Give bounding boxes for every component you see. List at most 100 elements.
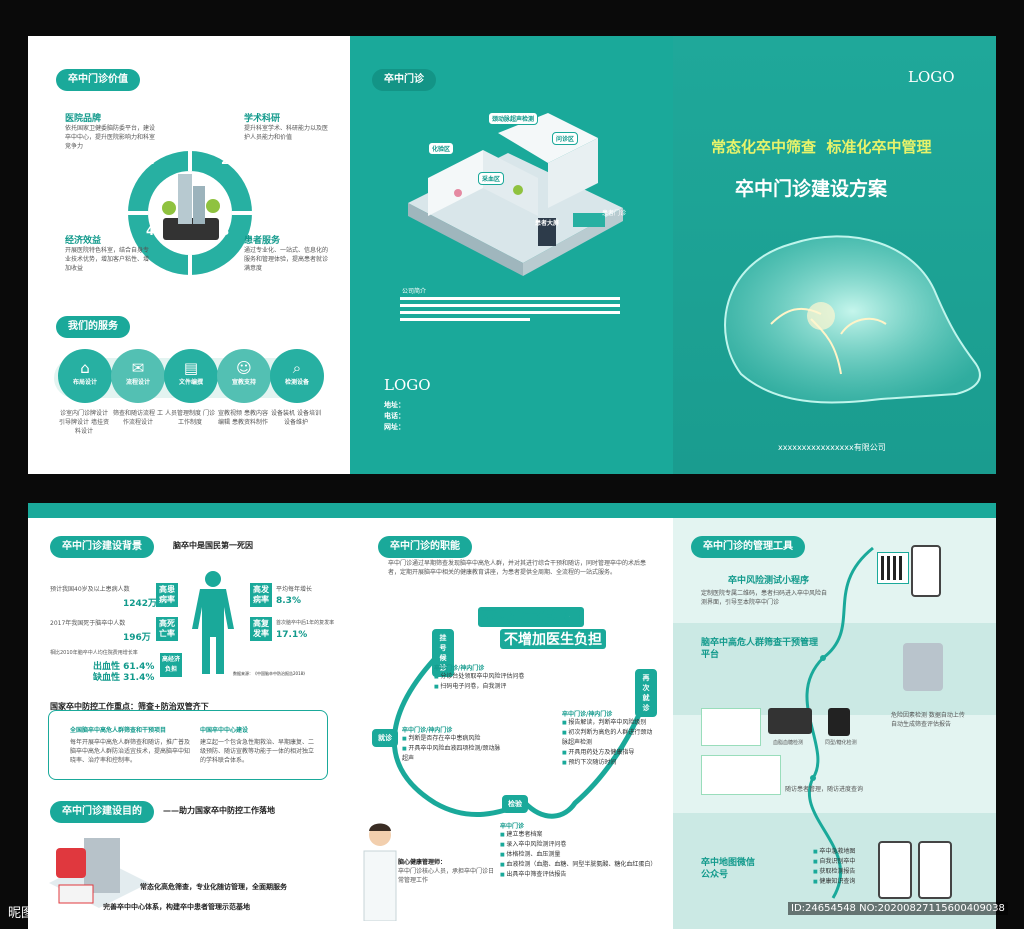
node-revisit: 再次就诊 — [635, 669, 657, 717]
stat-desc: 平均每年增长 — [276, 586, 313, 593]
list-item: 预约下次随访时间 — [562, 758, 657, 768]
group-title: 卒中门诊/神内门诊 — [434, 665, 485, 672]
hospital-illustration — [49, 838, 149, 908]
stat-value: 缺血性 31.4% — [93, 673, 155, 683]
group-title: 卒中门诊/神内门诊 — [402, 727, 453, 734]
device-label: 同型/糖化检测 — [825, 740, 857, 746]
manager-title: 脑心健康管理师： — [398, 859, 447, 866]
search-icon: ⌕ — [292, 359, 302, 377]
goal-subtitle: ——助力国家卒中防控工作落地 — [163, 806, 275, 815]
watermark-left: 昵图网 www.nipic.com — [8, 906, 149, 921]
stat-value: 8.3% — [276, 596, 301, 606]
service-desc: 诊室内门诊牌设计 引导牌设计 墙挂资料设计 — [59, 410, 109, 435]
room-label: 采血区 — [478, 172, 505, 185]
group-4: 卒中门诊/神内门诊 报告解读，判断卒中风险级别 初次判断为高危的人群进行颈动脉超… — [562, 709, 657, 768]
list-item: 录入卒中风险测评问卷 — [500, 840, 656, 850]
room-label: 化验区 — [428, 142, 455, 155]
tool2-text-2: 随访患者管理，随访进度查询 — [785, 786, 864, 793]
company-line — [400, 297, 620, 300]
stat-value: 出血性 61.4% — [93, 662, 155, 672]
tool1-title: 卒中风险测试小程序 — [728, 576, 810, 586]
stat-desc: 预计我国40岁及以上患病人数 — [50, 586, 130, 593]
background-title: 卒中门诊建设背景 — [50, 536, 154, 558]
tool3-title: 卒中地图微信公众号 — [701, 858, 756, 880]
node-test: 检验 — [502, 795, 528, 813]
cover-logo: LOGO — [908, 68, 955, 86]
company-line — [400, 304, 620, 307]
company-line — [400, 311, 620, 314]
quad-text: 通过专业化、一站式、信息化的服务和管理体验，提高患者就诊满意度 — [244, 247, 329, 272]
quad-block-research: 学术科研 提升科室学术、科研能力以及医护人员能力和价值 — [244, 111, 330, 142]
people-icon: ☺ — [236, 359, 252, 377]
background-subtitle: 脑卒中是国民第一死因 — [173, 541, 253, 550]
data-source: 数据来源：《中国脑卒中防治报告2018》 — [233, 671, 308, 676]
list-item: 自我识别卒中 — [813, 857, 855, 867]
slogan-2: 不增加医生负担 — [500, 629, 606, 649]
group-1: 卒中门诊/神内门诊 分诊台处领取卒中风险评估问卷 扫码电子问卷，自我测评 — [434, 663, 524, 692]
goal-line-1: 常态化高危筛查，专业化随访管理，全面期服务 — [140, 883, 287, 891]
service-device: ⌕检测设备 — [270, 349, 324, 403]
list-item: 开具用药处方及健康指导 — [562, 748, 657, 758]
stat-tag: 高患病率 — [156, 583, 178, 607]
service-flow: ✉流程设计 — [111, 349, 165, 403]
brain-illustration — [724, 235, 981, 404]
goal-title: 卒中门诊建设目的 — [50, 801, 154, 823]
mid-logo: LOGO — [384, 376, 431, 394]
top-stripe — [673, 503, 996, 518]
clinic-floorplan — [408, 113, 623, 276]
quad-block-patient: 患者服务 通过专业化、一站式、信息化的服务和管理体验，提高患者就诊满意度 — [244, 233, 330, 273]
service-edu: ☺宣教支持 — [217, 349, 271, 403]
panel-tools: 卒中门诊的管理工具 卒中风险测试小程序 定制医院专属二维码，患者扫码进入卒中风险… — [673, 503, 996, 929]
goal-line-2: 完善卒中中心体系，构建卒中患者管理示范基地 — [103, 903, 250, 911]
cover-title: 卒中门诊建设方案 — [735, 178, 888, 200]
panel-value: 卒中门诊价值 1 2 3 4 医院品牌 依托国家卫健委脑防委平台，建设卒中中心，… — [28, 36, 350, 474]
screen-mockup — [701, 708, 761, 746]
phone-mockup — [878, 841, 912, 899]
quad-number-1: 1 — [146, 153, 155, 167]
top-stripe — [28, 503, 350, 518]
service-layout: ⌂布局设计 — [58, 349, 112, 403]
panel-function: 卒中门诊的职能 卒中门诊通过早期筛查发现脑卒中高危人群，并对其进行综合干预和随访… — [350, 503, 673, 929]
list-item: 建立患者档案 — [500, 830, 656, 840]
quad-number-4: 4 — [146, 224, 155, 238]
chat-icon: ✉ — [131, 359, 145, 377]
quad-block-economy: 经济效益 开展医院特色科室，结合自身专业技术优势，增加客户粘性、增加收益 — [65, 233, 151, 273]
store-icon: ⌂ — [80, 359, 90, 377]
room-label: 颈动脉超声检测 — [488, 112, 539, 125]
room-label: 患者门诊 — [602, 210, 627, 217]
list-item: 出具卒中筛查评估报告 — [500, 870, 656, 880]
doctor-illustration — [363, 823, 397, 921]
top-stripe — [350, 503, 673, 518]
room-label: 患者大屏 — [535, 220, 560, 227]
phone-label: 电话： — [384, 412, 405, 420]
device-mockup — [903, 643, 943, 691]
panel-background: 卒中门诊建设背景 脑卒中是国民第一死因 预计我国40岁及以上患病人数 1242万… — [28, 503, 350, 929]
list-item: 初次判断为高危的人群进行颈动脉超声检测 — [562, 728, 657, 748]
list-item: 扫码电子问卷，自我测评 — [434, 682, 524, 692]
list-item: 血液检测（血脂、血糖、同型半胱氨酸、糖化血红蛋白） — [500, 860, 656, 870]
screen-mockup — [701, 755, 781, 795]
key-box — [48, 710, 328, 780]
value-quad-graphic — [128, 151, 252, 275]
service-desc: 人员管理制度 门诊工作制度 — [165, 410, 215, 426]
quad-block-brand: 医院品牌 依托国家卫健委脑防委平台，建设卒中中心，提升医院影响力和科室竞争力 — [65, 111, 155, 151]
quad-title: 患者服务 — [244, 236, 281, 246]
stat-value: 1242万 — [123, 599, 158, 609]
quad-number-3: 3 — [221, 224, 230, 238]
service-desc: 筛查和随访流程 工作流程设计 — [113, 410, 163, 426]
key-left-title: 全国脑卒中高危人群筛查和干预项目 — [70, 727, 167, 734]
screen-mockup — [768, 708, 812, 734]
node-registration: 挂号候诊 — [432, 629, 454, 677]
stat-tag: 高死亡率 — [156, 617, 178, 641]
manager-text: 卒中门诊核心人员，承担卒中门诊日常管理工作 — [398, 868, 495, 884]
cover-slogan: 常态化卒中筛查 标准化卒中管理 — [711, 138, 932, 156]
room-label: 问诊区 — [552, 132, 579, 145]
qr-code-icon — [877, 552, 909, 584]
list-item: 体格检测、血压测量 — [500, 850, 656, 860]
tool2-text: 危险因素检测 数据自动上传 自动生成筛查评估报告 — [891, 712, 965, 728]
quad-text: 提升科室学术、科研能力以及医护人员能力和价值 — [244, 125, 329, 141]
service-desc: 设备装机 设备培训 设备维护 — [271, 410, 321, 426]
tools-title: 卒中门诊的管理工具 — [691, 536, 805, 558]
website-label: 网址： — [384, 423, 405, 431]
list-item: 开具卒中风险血液四项检测/颈动脉超声 — [402, 744, 502, 764]
